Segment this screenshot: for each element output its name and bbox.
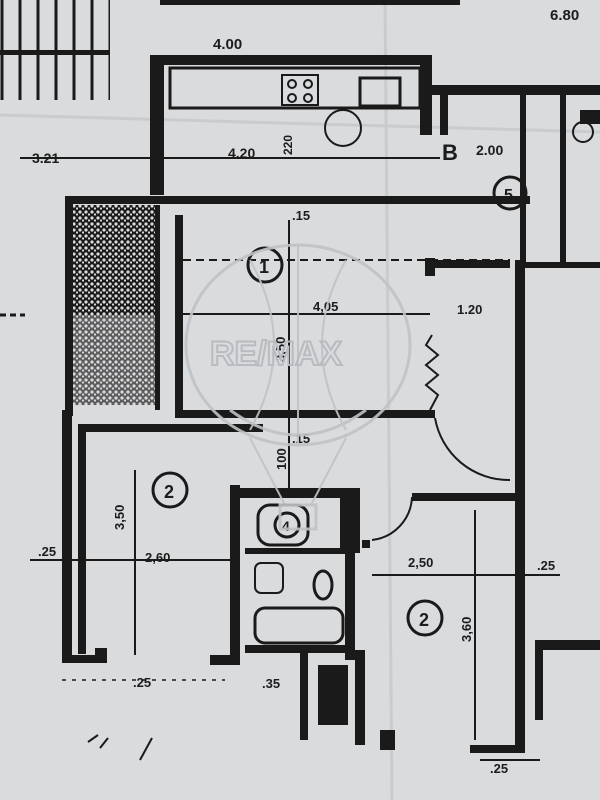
bathroom-wall-dim: .35 <box>262 676 280 691</box>
room-2-right-circle <box>406 599 444 637</box>
remax-watermark-text: RE/MAX <box>210 335 343 373</box>
room-1-width: 4,05 <box>313 299 338 314</box>
room-1-walls <box>175 215 510 418</box>
room-1-side: 1.20 <box>457 302 482 317</box>
toilet <box>312 569 334 601</box>
room-2-right-door-swing <box>371 496 413 541</box>
room-1-folding-partition <box>424 334 440 411</box>
room-2-left-width: 2,60 <box>145 550 170 565</box>
room-2-left-circle <box>151 471 189 509</box>
dim-row-right: 2.00 <box>476 142 503 158</box>
bathtub <box>253 606 345 645</box>
top-wall-segments <box>0 0 600 195</box>
room-2-right-wall-bottom: .25 <box>490 761 508 776</box>
dim-top-left: 4.00 <box>213 36 242 53</box>
dim-top-right: 6.80 <box>550 7 579 24</box>
room-1-door-swing <box>434 417 511 482</box>
room-2-left-wall-bottom: .25 <box>133 675 151 690</box>
pencil-marks <box>87 734 153 761</box>
dim-row-mid: 4.20 <box>228 145 255 161</box>
dim-hall-vertical: 220 <box>281 135 295 155</box>
bathroom-circle <box>273 511 301 539</box>
room-5-number: 5 <box>504 187 513 204</box>
paper-fold <box>383 0 394 800</box>
room-2-left-number: 2 <box>164 482 174 502</box>
room-2-left-wall-left: .25 <box>38 544 56 559</box>
room-1-height: 3,50 <box>273 337 288 362</box>
hatched-area <box>73 205 158 405</box>
bathroom-walls <box>240 488 365 745</box>
remax-watermark-logo <box>184 243 412 531</box>
room-2-right-walls <box>362 493 517 548</box>
room-2-left-height: 3,50 <box>112 505 127 530</box>
wc-sink <box>254 562 284 594</box>
kitchen-counter <box>168 66 422 147</box>
room-2-left-walls <box>78 424 263 665</box>
room-1-dim-top: .15 <box>292 208 310 223</box>
room-2-right-width: 2,50 <box>408 555 433 570</box>
hall-dim-vertical: 100 <box>274 448 289 470</box>
paper-fold <box>0 113 600 134</box>
outer-walls <box>62 196 600 753</box>
right-room-walls <box>520 95 600 268</box>
bathroom-number: 4 <box>282 518 290 534</box>
room-2-right-number: 2 <box>419 610 429 630</box>
marker-b: B <box>442 140 458 165</box>
room-2-right-wall-right: .25 <box>537 558 555 573</box>
room-1-number: 1 <box>259 257 269 277</box>
dim-row-left: 3.21 <box>32 150 59 166</box>
room-2-right-height: 3,60 <box>459 617 474 642</box>
hatched-area-light <box>73 315 158 405</box>
hatch-border <box>155 205 160 410</box>
